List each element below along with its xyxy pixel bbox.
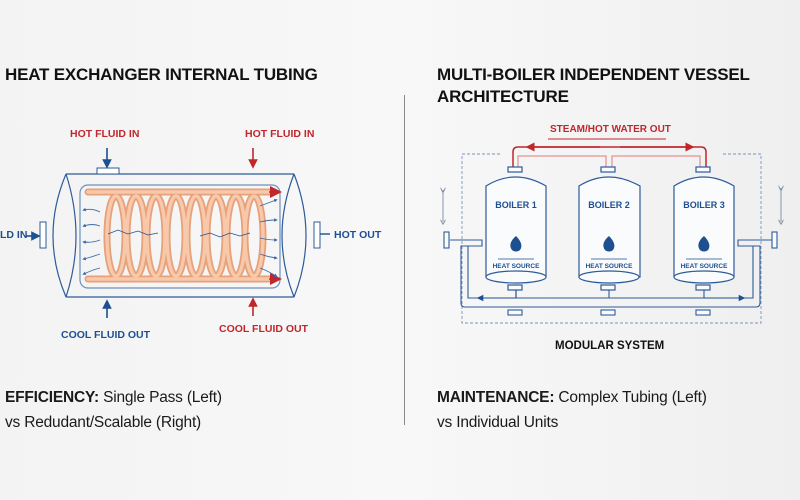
cold-fluid-in-label: LD IN [0,229,28,241]
heat-exchanger-diagram [26,148,330,318]
boiler-3-heat-source: HEAT SOURCE [681,263,728,270]
boiler-3-label: BOILER 3 [683,200,725,210]
boiler-2-label: BOILER 2 [588,200,630,210]
boiler-1-heat-source: HEAT SOURCE [493,263,540,270]
boiler-3-vessel [673,166,735,291]
flame-icon [510,236,710,252]
modular-system-label: MODULAR SYSTEM [555,340,665,352]
efficiency-line2: vs Redudant/Scalable (Right) [5,414,202,431]
hot-out-label: HOT OUT [334,229,382,241]
multi-boiler-diagram: BOILER 1 BOILER 2 BOILER 3 HEAT SOURCE H… [0,138,800,324]
efficiency-line1: Single Pass (Left) [98,389,222,406]
boiler-1-label: BOILER 1 [495,200,537,210]
efficiency-label: EFFICIENCY: [5,389,99,406]
efficiency-caption: EFFICIENCY: Single Pass (Left) vs Reduda… [5,385,222,435]
boiler-1-vessel [485,166,547,291]
steam-header [512,138,707,170]
modular-enclosure [461,153,762,324]
heat-exchanger-title: HEAT EXCHANGER INTERNAL TUBING [5,65,318,84]
return-piping [443,231,778,316]
hot-fluid-in-label-1: HOT FLUID IN [70,128,140,140]
boiler-2-vessel [578,166,641,291]
section-divider [404,95,405,425]
right-nozzle [313,221,321,249]
flow-arrows [82,198,278,277]
multi-boiler-title: MULTI-BOILER INDEPENDENT VESSEL ARCHITEC… [437,64,750,108]
steam-out-label: STEAM/HOT WATER OUT [550,124,671,135]
hot-fluid-in-label-2: HOT FLUID IN [245,128,315,140]
maintenance-line1: Complex Tubing (Left) [554,389,707,406]
multi-boiler-title-line2: ARCHITECTURE [437,87,569,106]
maintenance-line2: vs Individual Units [437,414,559,431]
maintenance-caption: MAINTENANCE: Complex Tubing (Left) vs In… [437,385,707,435]
tube-bundle [84,186,282,285]
cool-fluid-out-label-1: COOL FLUID OUT [61,329,151,341]
maintenance-label: MAINTENANCE: [437,389,555,406]
multi-boiler-title-line1: MULTI-BOILER INDEPENDENT VESSEL [437,65,750,84]
boiler-2-heat-source: HEAT SOURCE [586,263,633,270]
cool-fluid-out-label-2: COOL FLUID OUT [219,323,309,335]
